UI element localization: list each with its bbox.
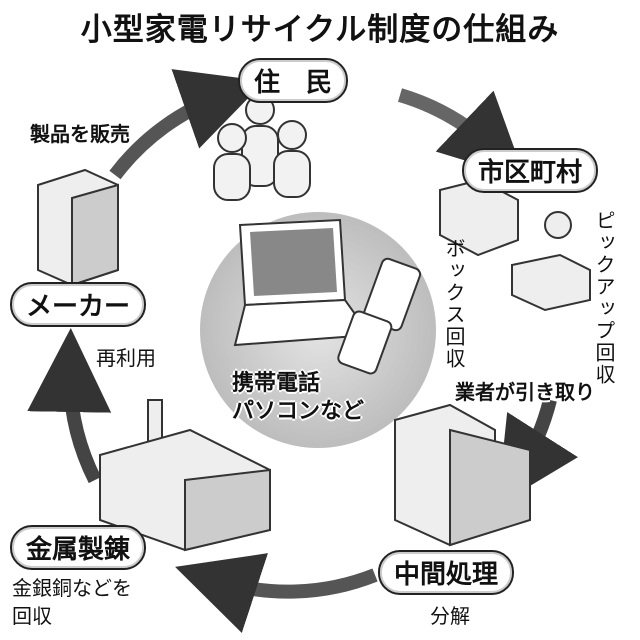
label-contractor-pickup: 業者が引き取り	[455, 380, 595, 404]
arrow-maker-to-residents	[109, 69, 265, 180]
arrow-smelting-to-maker	[27, 328, 112, 484]
label-recover-line1: 金銀銅などを	[12, 576, 132, 600]
smelting-factory-icon	[99, 399, 271, 552]
mobile-phone-icon	[337, 257, 422, 375]
label-sell-products: 製品を販売	[30, 122, 130, 146]
laptop-icon	[233, 218, 372, 347]
center-label-line2: パソコンなど	[232, 399, 365, 424]
arrow-residents-to-municipality	[397, 88, 526, 179]
center-label-line1: 携帯電話	[232, 371, 321, 396]
node-residents: 住 民	[238, 58, 349, 103]
label-reuse: 再利用	[96, 346, 156, 370]
label-recover-line2: 回収	[12, 604, 52, 628]
residents-people-icon	[213, 95, 311, 201]
label-box-collection: ボックス回収	[442, 238, 466, 370]
node-maker: メーカー	[10, 282, 147, 327]
label-pickup-collection: ピックアップ回収	[592, 210, 616, 386]
page-title: 小型家電リサイクル制度の仕組み	[80, 12, 560, 48]
arrow-intermediate-to-smelting	[175, 553, 378, 633]
collection-box-icon	[439, 178, 591, 312]
node-intermediate-processing: 中間処理	[378, 550, 515, 595]
node-municipality: 市区町村	[462, 148, 599, 193]
intermediate-facility-icon	[394, 403, 531, 547]
maker-building-icon	[37, 168, 119, 287]
cycle-ring	[27, 69, 578, 633]
node-metal-smelting: 金属製錬	[10, 525, 147, 570]
label-disassembly: 分解	[430, 604, 470, 628]
